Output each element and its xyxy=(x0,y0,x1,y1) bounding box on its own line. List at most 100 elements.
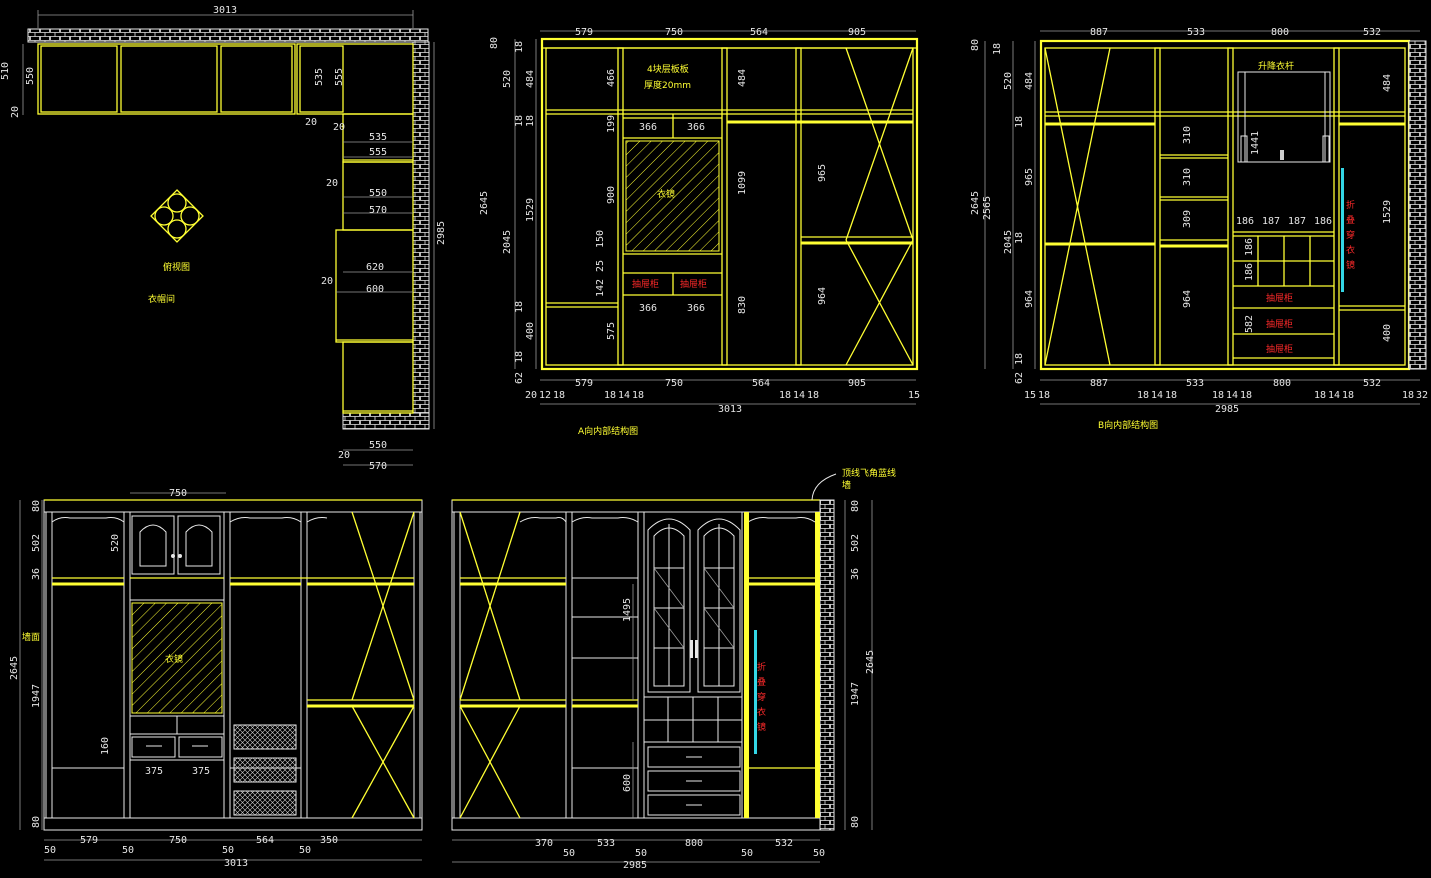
b-bs-9: 14 xyxy=(1328,390,1340,401)
b-height-2565: 2565 xyxy=(982,196,993,220)
b-bs-2: 18 xyxy=(1137,390,1149,401)
d-r-36: 36 xyxy=(850,568,861,580)
b-drawer-2: 抽屉柜 xyxy=(1266,318,1293,330)
plan-gap-20d: 20 xyxy=(326,178,338,189)
b-vertical-note: 折叠穿衣镜 xyxy=(1344,199,1355,275)
b-bs-10: 18 xyxy=(1342,390,1354,401)
a-in-484: 484 xyxy=(737,69,748,87)
c-wall-label: 墙面 xyxy=(22,631,40,643)
a-l2-484: 484 xyxy=(525,70,536,88)
a-drawer1: 抽屉柜 xyxy=(632,278,659,290)
c-l-502: 502 xyxy=(31,534,42,552)
b-bs-3: 14 xyxy=(1151,390,1163,401)
c-in-520: 520 xyxy=(110,534,121,552)
d-vertical-note: 折叠穿衣镜 xyxy=(755,661,766,737)
a-l-18: 18 xyxy=(514,301,525,313)
d-r-80b: 80 xyxy=(850,816,861,828)
b-in-1529: 1529 xyxy=(1382,200,1393,224)
elevation-c: 750 衣镜 xyxy=(9,488,423,869)
plan-gap-20e: 20 xyxy=(321,276,333,287)
a-bs-0: 20 xyxy=(525,390,537,401)
a-l2-18c: 18 xyxy=(525,115,536,127)
plan-right-total: 2985 xyxy=(436,221,447,245)
a-bs-7: 14 xyxy=(793,390,805,401)
b-top-532: 532 xyxy=(1363,27,1381,38)
b-in-964: 964 xyxy=(1182,290,1193,308)
a-in-1099: 1099 xyxy=(737,171,748,195)
b-b-532: 532 xyxy=(1363,378,1381,389)
d-b-370: 370 xyxy=(535,838,553,849)
d-r-80a: 80 xyxy=(850,500,861,512)
plan-bottom-570: 570 xyxy=(369,461,387,472)
plan-d555v: 555 xyxy=(334,68,345,86)
plan-gap-20c: 20 xyxy=(333,122,345,133)
a-in-900: 900 xyxy=(606,186,617,204)
a-in-575: 575 xyxy=(606,322,617,340)
a-b-750: 750 xyxy=(665,378,683,389)
a-height: 2645 xyxy=(479,191,490,215)
b-l-520: 520 xyxy=(1003,72,1014,90)
b-bs-1: 18 xyxy=(1038,390,1050,401)
a-l-62: 62 xyxy=(514,372,525,384)
plan-d535v: 535 xyxy=(314,68,325,86)
c-in-160: 160 xyxy=(100,737,111,755)
d-bs-0: 50 xyxy=(563,848,575,859)
b-bs-5: 18 xyxy=(1212,390,1224,401)
plan-gap-20b: 20 xyxy=(305,117,317,128)
c-total: 3013 xyxy=(224,858,248,869)
b-l2-484: 484 xyxy=(1024,72,1035,90)
a-in-366d: 366 xyxy=(687,303,705,314)
a-l2-1529: 1529 xyxy=(525,198,536,222)
plan-d570: 570 xyxy=(369,205,387,216)
a-in-150: 150 xyxy=(595,230,606,248)
d-height: 2645 xyxy=(865,650,876,674)
b-bs-0: 15 xyxy=(1024,390,1036,401)
a-mirror: 衣镜 xyxy=(657,188,675,200)
c-l-80b: 80 xyxy=(31,816,42,828)
b-in-186a: 186 xyxy=(1236,216,1254,227)
a-in-366b: 366 xyxy=(687,122,705,133)
b-l2-18b: 18 xyxy=(1014,116,1025,128)
a-total: 3013 xyxy=(718,404,742,415)
a-title: A向内部结构图 xyxy=(578,425,638,437)
b-l-80: 80 xyxy=(970,39,981,51)
b-l2-18c: 18 xyxy=(1014,232,1025,244)
a-bs-9: 15 xyxy=(908,390,920,401)
a-in-142: 142 xyxy=(595,279,606,297)
d-total: 2985 xyxy=(623,860,647,871)
c-bs-2: 50 xyxy=(222,845,234,856)
plan-d600: 600 xyxy=(366,284,384,295)
d-bs-3: 50 xyxy=(813,848,825,859)
b-l2-964: 964 xyxy=(1024,290,1035,308)
b-in-310b: 310 xyxy=(1182,168,1193,186)
a-l2-18a: 18 xyxy=(514,41,525,53)
b-l2-965: 965 xyxy=(1024,168,1035,186)
b-in-400: 400 xyxy=(1382,324,1393,342)
a-bs-5: 18 xyxy=(632,390,644,401)
c-l-80a: 80 xyxy=(31,500,42,512)
b-b-800: 800 xyxy=(1273,378,1291,389)
b-bs-11: 18 xyxy=(1402,390,1414,401)
a-l-80: 80 xyxy=(489,37,500,49)
c-height: 2645 xyxy=(9,656,20,680)
a-l2-18d: 18 xyxy=(514,351,525,363)
top-view-symbol xyxy=(150,189,204,243)
d-in-600: 600 xyxy=(622,774,633,792)
plan-view: 3013 510 550 20 535 555 20 20 535 xyxy=(0,5,447,472)
plan-top-depth: 550 xyxy=(25,67,36,85)
plan-gap-20a: 20 xyxy=(10,106,21,118)
a-top-579: 579 xyxy=(575,27,593,38)
a-in-25: 25 xyxy=(595,260,606,272)
c-bs-0: 50 xyxy=(44,845,56,856)
b-total: 2985 xyxy=(1215,404,1239,415)
d-r-1947: 1947 xyxy=(850,682,861,706)
c-l-1947: 1947 xyxy=(31,684,42,708)
b-in-186b: 186 xyxy=(1314,216,1332,227)
c-bs-1: 50 xyxy=(122,845,134,856)
b-l2-18d: 18 xyxy=(1014,353,1025,365)
b-bs-8: 18 xyxy=(1314,390,1326,401)
b-in-187b: 187 xyxy=(1288,216,1306,227)
a-bs-6: 18 xyxy=(779,390,791,401)
b-top-533: 533 xyxy=(1187,27,1205,38)
